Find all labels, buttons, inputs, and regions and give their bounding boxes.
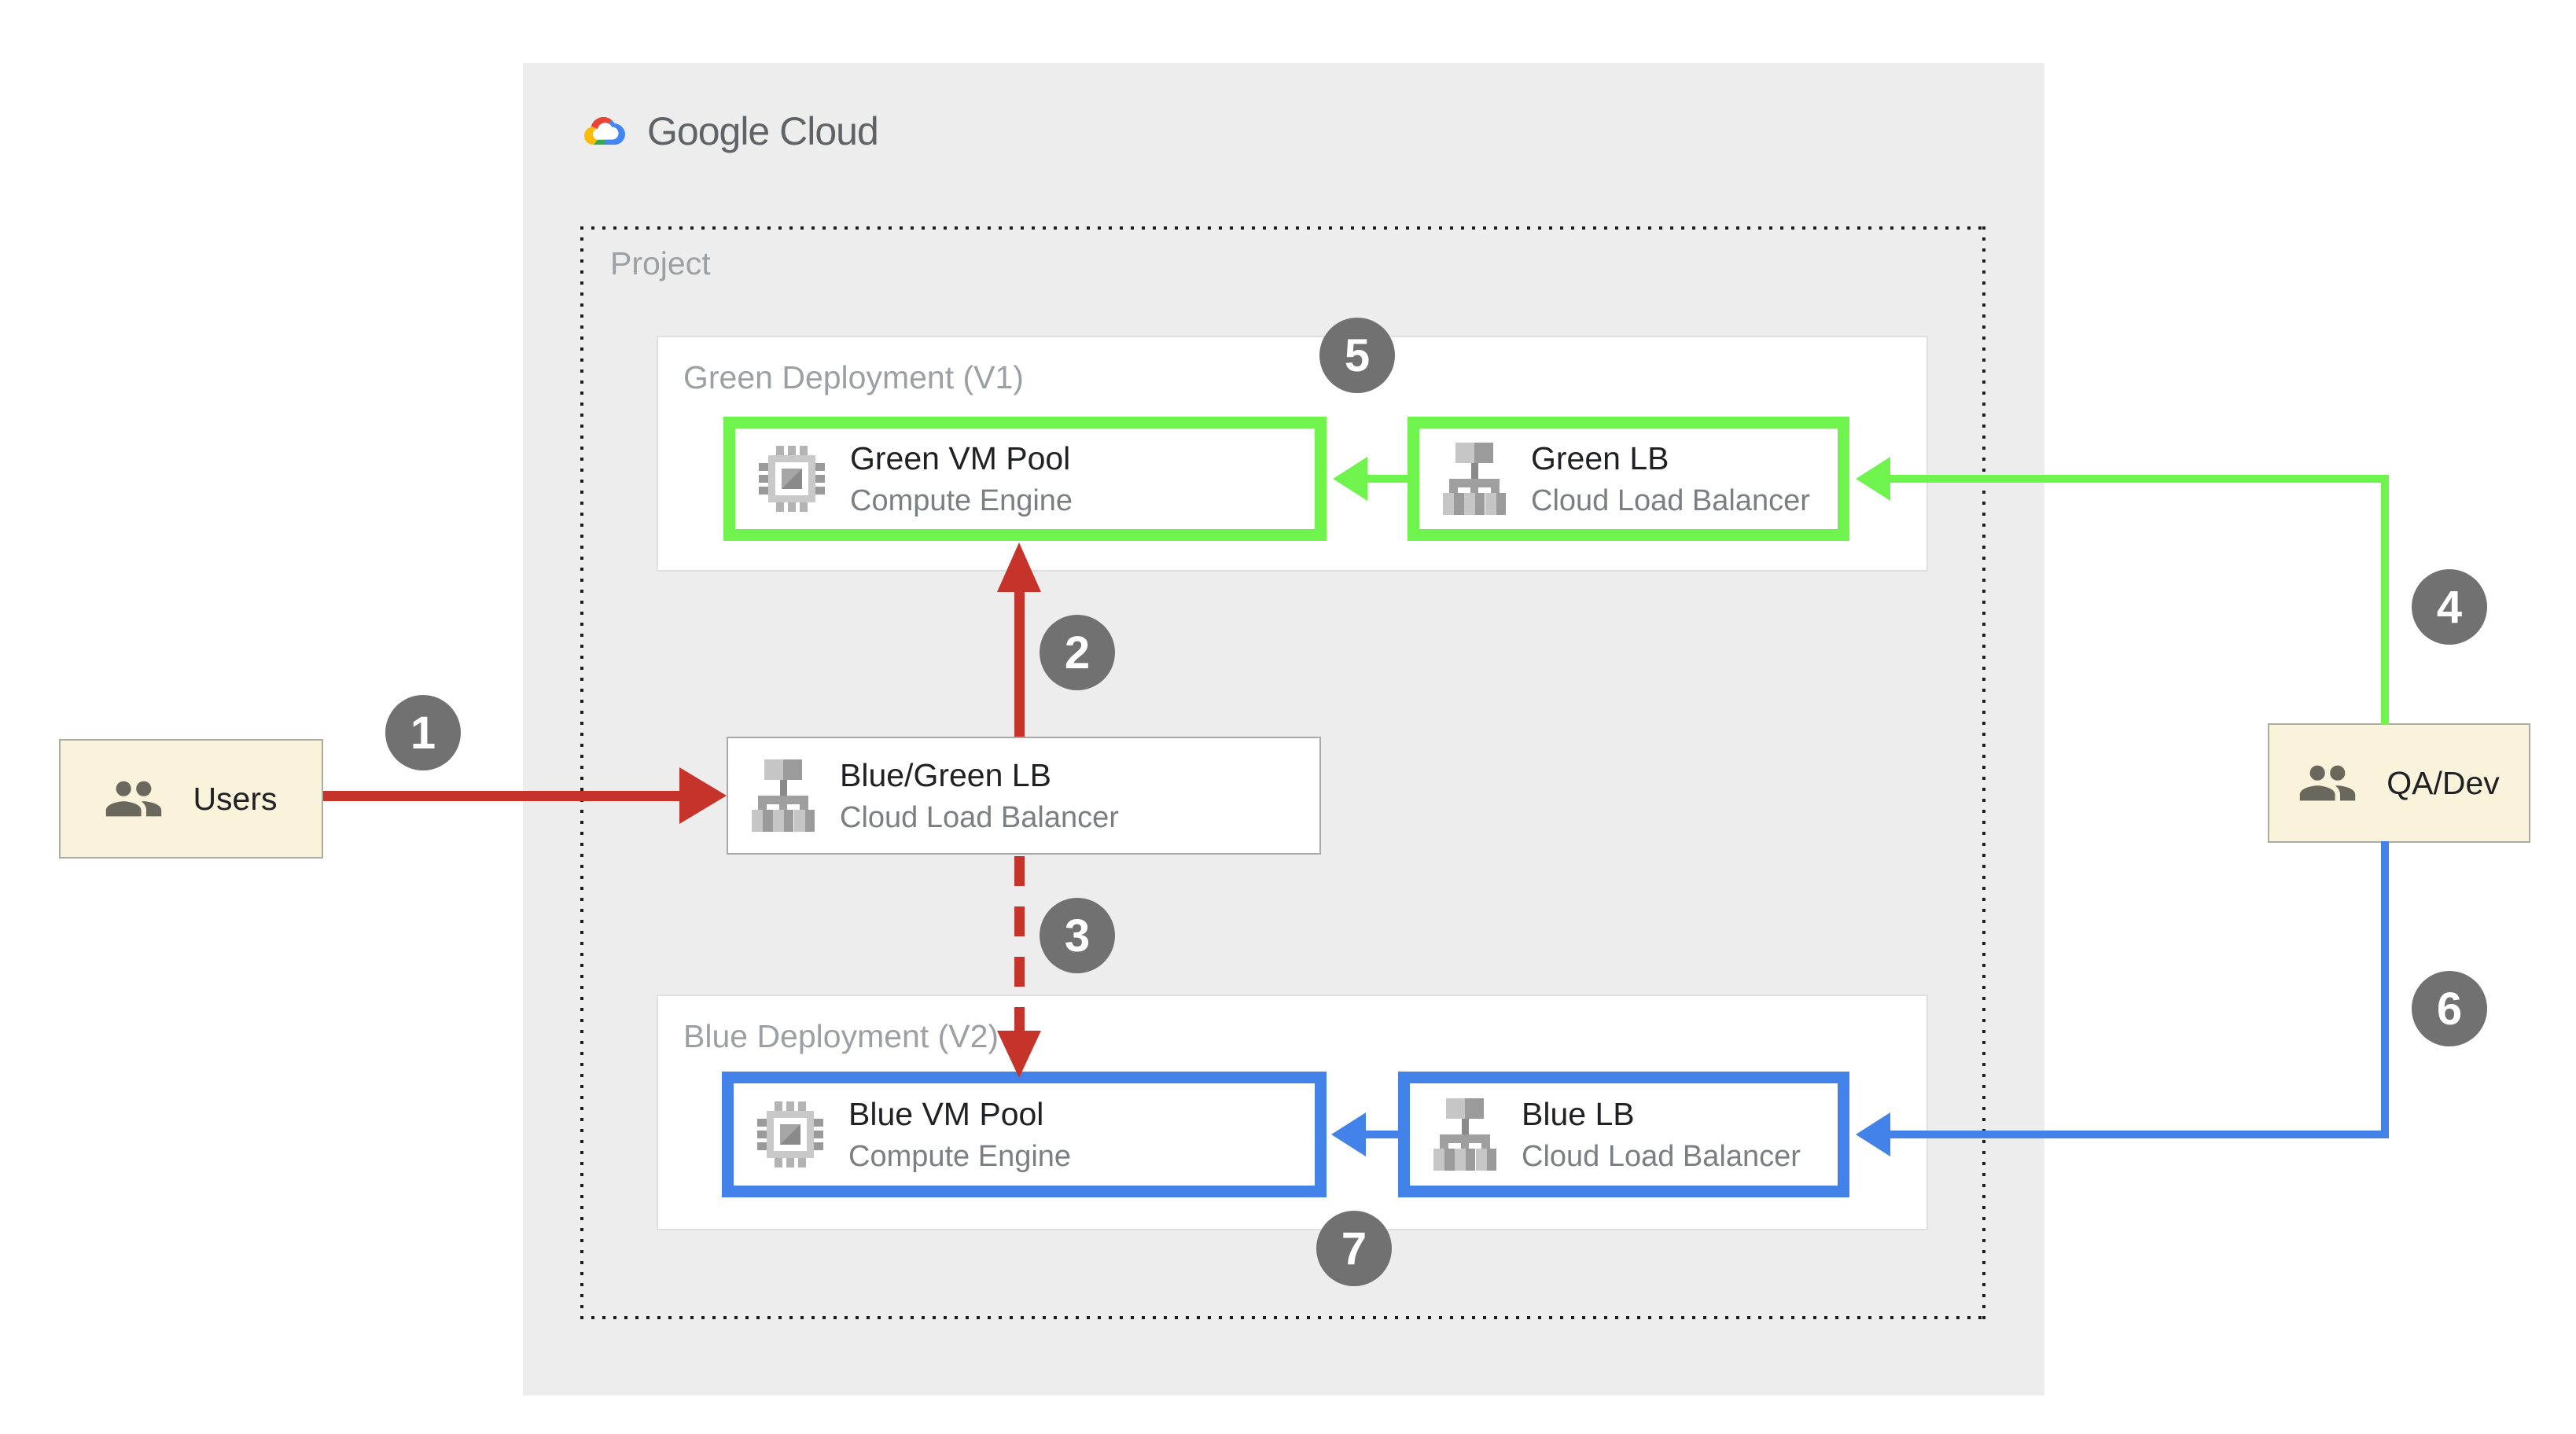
- node-title: Blue LB: [1522, 1095, 1635, 1132]
- node-subtitle: Cloud Load Balancer: [840, 800, 1119, 834]
- arrow-green-lb-to-vm-line: [1367, 475, 1408, 483]
- node-subtitle: Compute Engine: [848, 1139, 1072, 1173]
- load-balancer-icon: [1433, 1098, 1496, 1171]
- step-badge-1: 1: [385, 695, 461, 770]
- node-subtitle: Compute Engine: [850, 484, 1073, 517]
- node-title: Green LB: [1531, 439, 1669, 476]
- node-blue-vm-pool: Blue VM Pool Compute Engine: [722, 1072, 1327, 1197]
- logo-text: Google Cloud: [647, 109, 879, 153]
- step-badge-6: 6: [2412, 971, 2487, 1046]
- step-badge-5: 5: [1319, 318, 1395, 393]
- green-deployment-title: Green Deployment (V1): [683, 359, 1024, 395]
- node-green-vm-pool: Green VM Pool Compute Engine: [723, 417, 1327, 541]
- arrow-lb-to-blue-vm-dashed-line: [1014, 856, 1025, 1031]
- arrow-qa-to-green-lb-vline: [2381, 475, 2389, 725]
- node-title: Blue VM Pool: [848, 1095, 1044, 1132]
- load-balancer-icon: [752, 759, 815, 832]
- node-green-lb: Green LB Cloud Load Balancer: [1408, 417, 1849, 541]
- compute-engine-icon: [757, 1101, 823, 1167]
- arrow-qa-to-blue-lb-vline: [2381, 841, 2389, 1138]
- google-cloud-icon: [580, 111, 630, 152]
- arrow-lb-to-green-vm-line: [1014, 592, 1025, 737]
- arrow-users-to-lb-line: [323, 791, 679, 801]
- people-icon: [2298, 758, 2357, 808]
- node-subtitle: Cloud Load Balancer: [1522, 1139, 1801, 1173]
- arrow-blue-lb-to-vm-line: [1366, 1131, 1398, 1138]
- node-bluegreen-lb: Blue/Green LB Cloud Load Balancer: [727, 737, 1321, 855]
- step-badge-7: 7: [1316, 1211, 1392, 1286]
- arrow-lb-to-blue-vm-head: [997, 1031, 1041, 1078]
- arrow-users-to-lb-head: [679, 767, 727, 824]
- actor-qa-dev: QA/Dev: [2268, 723, 2530, 843]
- step-badge-4: 4: [2412, 569, 2487, 645]
- actor-label: Users: [193, 780, 278, 817]
- arrow-qa-to-blue-lb-hline: [1890, 1131, 2389, 1138]
- blue-deployment-title: Blue Deployment (V2): [683, 1018, 999, 1054]
- compute-engine-icon: [759, 446, 825, 512]
- actor-label: QA/Dev: [2386, 764, 2500, 801]
- project-label: Project: [610, 245, 711, 281]
- arrow-qa-to-blue-lb-head: [1856, 1112, 1890, 1156]
- node-blue-lb: Blue LB Cloud Load Balancer: [1398, 1072, 1849, 1197]
- node-subtitle: Cloud Load Balancer: [1531, 484, 1810, 517]
- google-cloud-logo: Google Cloud: [580, 108, 879, 154]
- node-title: Blue/Green LB: [840, 756, 1051, 793]
- step-badge-3: 3: [1040, 898, 1115, 973]
- arrow-green-lb-to-vm-head: [1333, 457, 1367, 501]
- arrow-blue-lb-to-vm-head: [1331, 1112, 1366, 1156]
- arrow-qa-to-green-lb-head: [1856, 457, 1890, 501]
- node-title: Green VM Pool: [850, 439, 1071, 476]
- actor-users: Users: [59, 739, 323, 859]
- arrow-qa-to-green-lb-hline: [1890, 475, 2389, 483]
- load-balancer-icon: [1443, 443, 1506, 515]
- arrow-lb-to-green-vm-head: [997, 542, 1041, 592]
- step-badge-2: 2: [1040, 615, 1115, 690]
- people-icon: [105, 774, 163, 824]
